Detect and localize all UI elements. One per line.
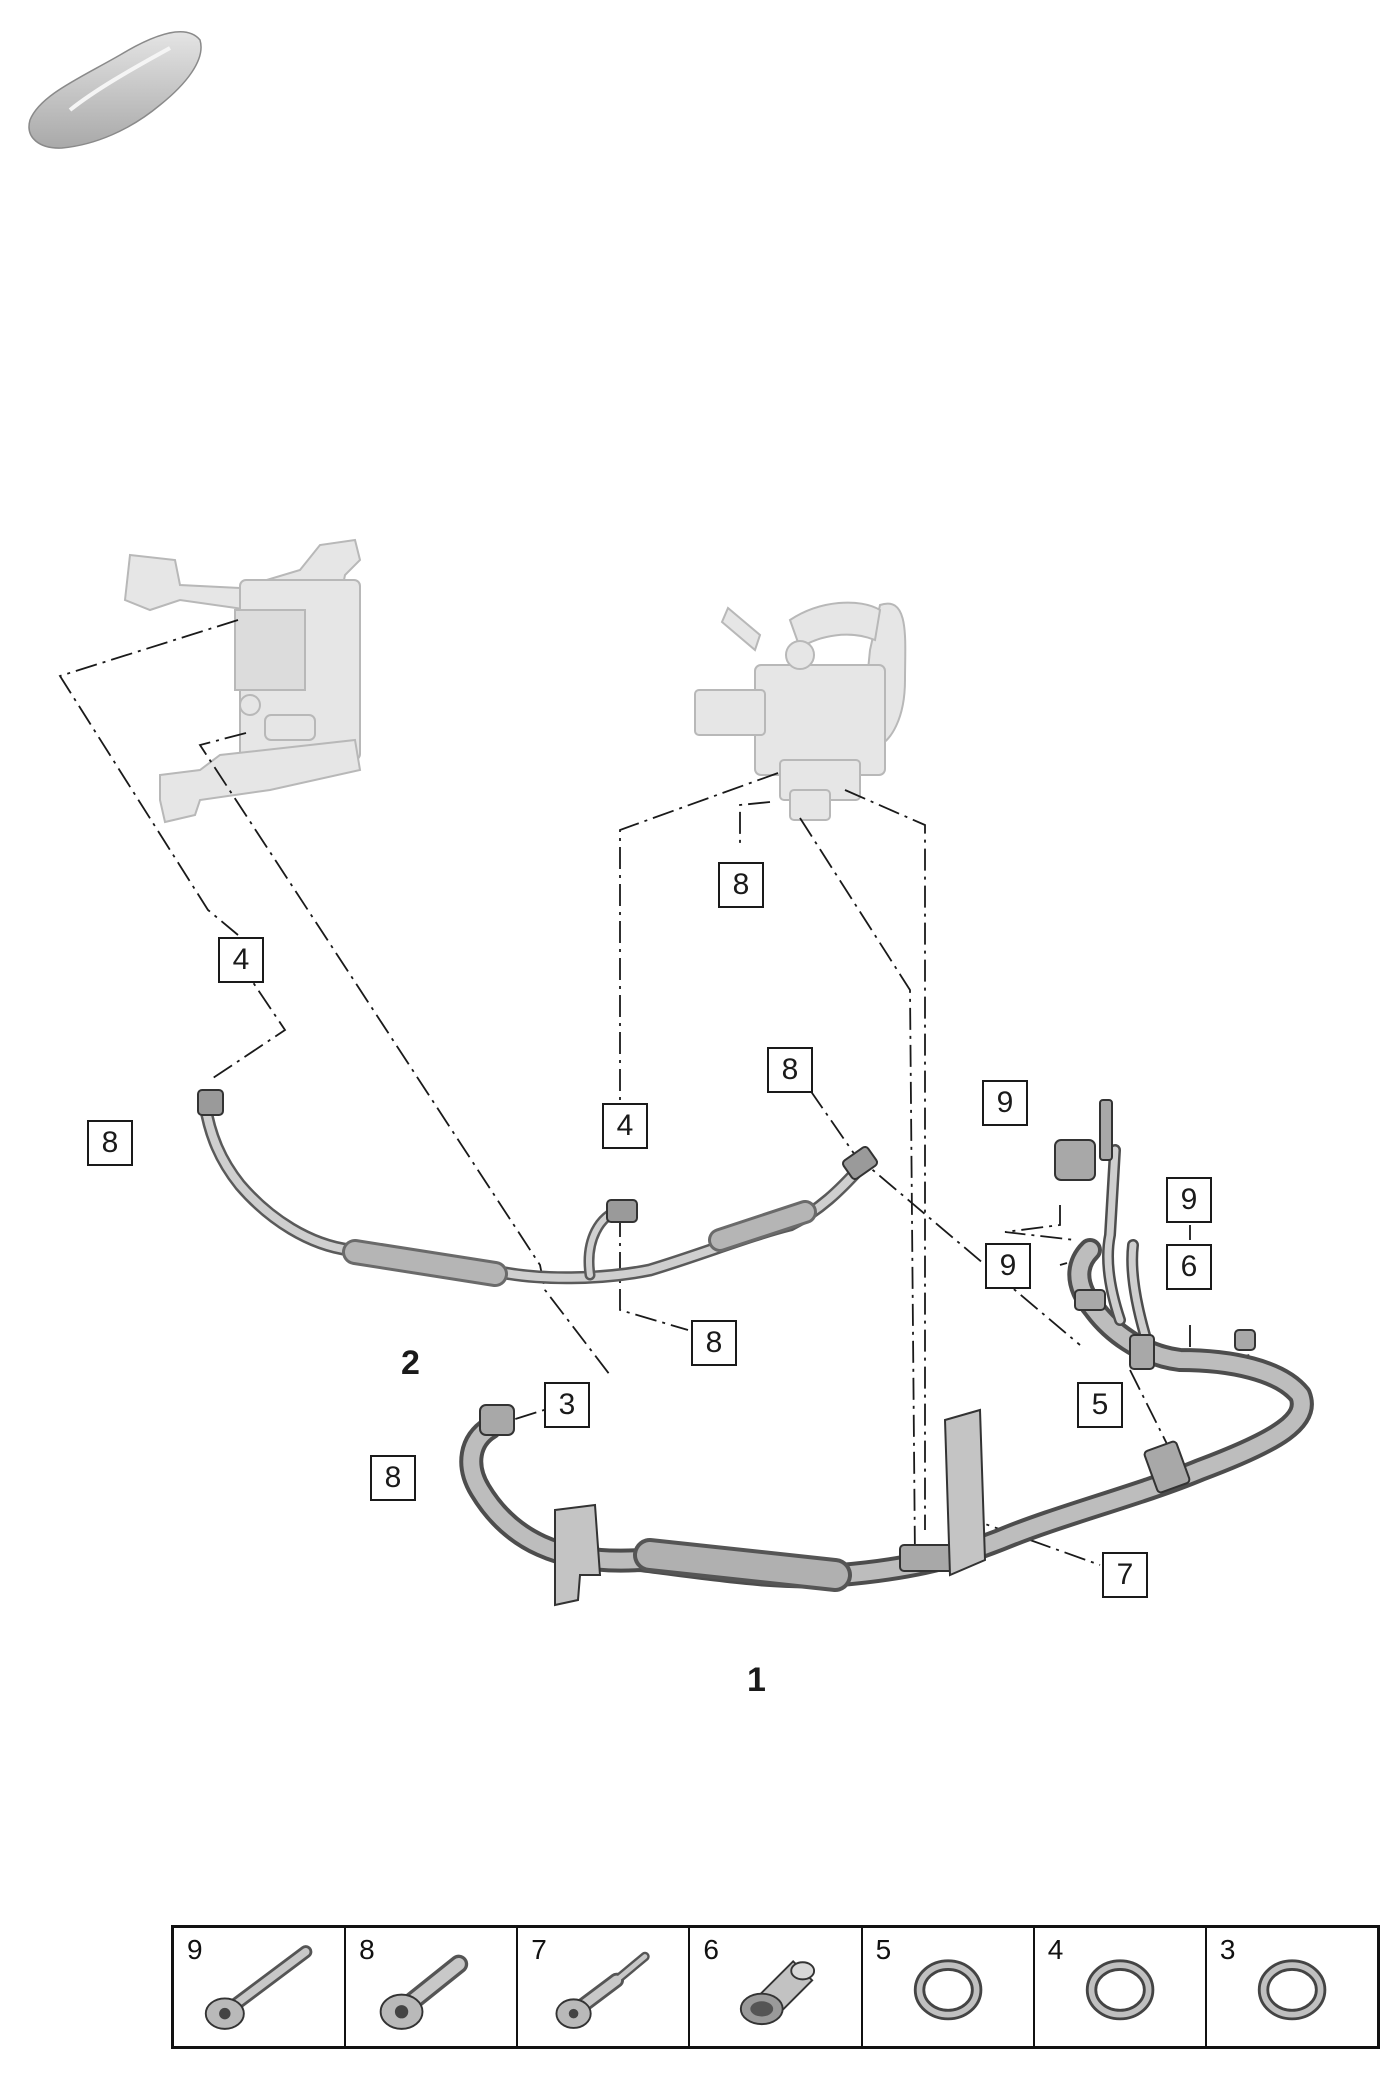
callout-8-mid-right: 8 [767, 1047, 813, 1093]
parts-cell-7: 7 [516, 1928, 688, 2046]
parts-cell-3: 3 [1204, 1928, 1377, 2046]
callout-9-b: 9 [985, 1243, 1031, 1289]
callout-9-c: 9 [1166, 1177, 1212, 1223]
bolt-stepped-icon [555, 1951, 650, 2029]
main-label-1: 1 [747, 1661, 766, 1699]
main-label-2: 2 [401, 1344, 420, 1382]
parts-cell-6: 6 [688, 1928, 860, 2046]
parts-table: 9 8 7 [171, 1925, 1380, 2049]
parts-cell-number: 3 [1219, 1934, 1236, 1965]
callout-8-left: 8 [87, 1120, 133, 1166]
callout-8-lower-left: 8 [370, 1455, 416, 1501]
ghost-valve-block [694, 601, 907, 821]
pipe-assembly-2 [198, 1098, 867, 1287]
callout-9-a: 9 [982, 1080, 1028, 1126]
parts-cell-number: 5 [875, 1934, 892, 1965]
pipe-2-fittings [197, 1089, 879, 1223]
callout-4-mid: 4 [602, 1103, 648, 1149]
o-ring-icon [1085, 1959, 1155, 2021]
parts-cell-8: 8 [344, 1928, 516, 2046]
callout-4-left: 4 [218, 937, 264, 983]
parts-cell-5: 5 [860, 1928, 1033, 2046]
car-thumbnail-icon [28, 31, 202, 149]
sleeve-icon [740, 1959, 816, 2026]
parts-cell-number: 7 [531, 1934, 547, 1965]
callout-8-below-mid: 8 [691, 1320, 737, 1366]
o-ring-icon [1257, 1959, 1327, 2021]
parts-cell-4: 4 [1032, 1928, 1205, 2046]
parts-cell-number: 4 [1047, 1934, 1064, 1965]
callout-7: 7 [1102, 1552, 1148, 1598]
callout-6: 6 [1166, 1244, 1212, 1290]
bolt-short-icon [379, 1954, 469, 2030]
parts-cell-9: 9 [174, 1928, 344, 2046]
callout-8-top: 8 [718, 862, 764, 908]
parts-cell-number: 6 [703, 1934, 719, 1965]
parts-cell-number: 9 [187, 1934, 203, 1965]
callout-3: 3 [544, 1382, 590, 1428]
ghost-control-unit-left [123, 538, 362, 824]
bolt-long-icon [204, 1945, 313, 2030]
parts-cell-number: 8 [359, 1934, 375, 1965]
pipe-1-fittings [479, 1099, 1256, 1607]
callout-5: 5 [1077, 1382, 1123, 1428]
o-ring-icon [913, 1959, 982, 2021]
